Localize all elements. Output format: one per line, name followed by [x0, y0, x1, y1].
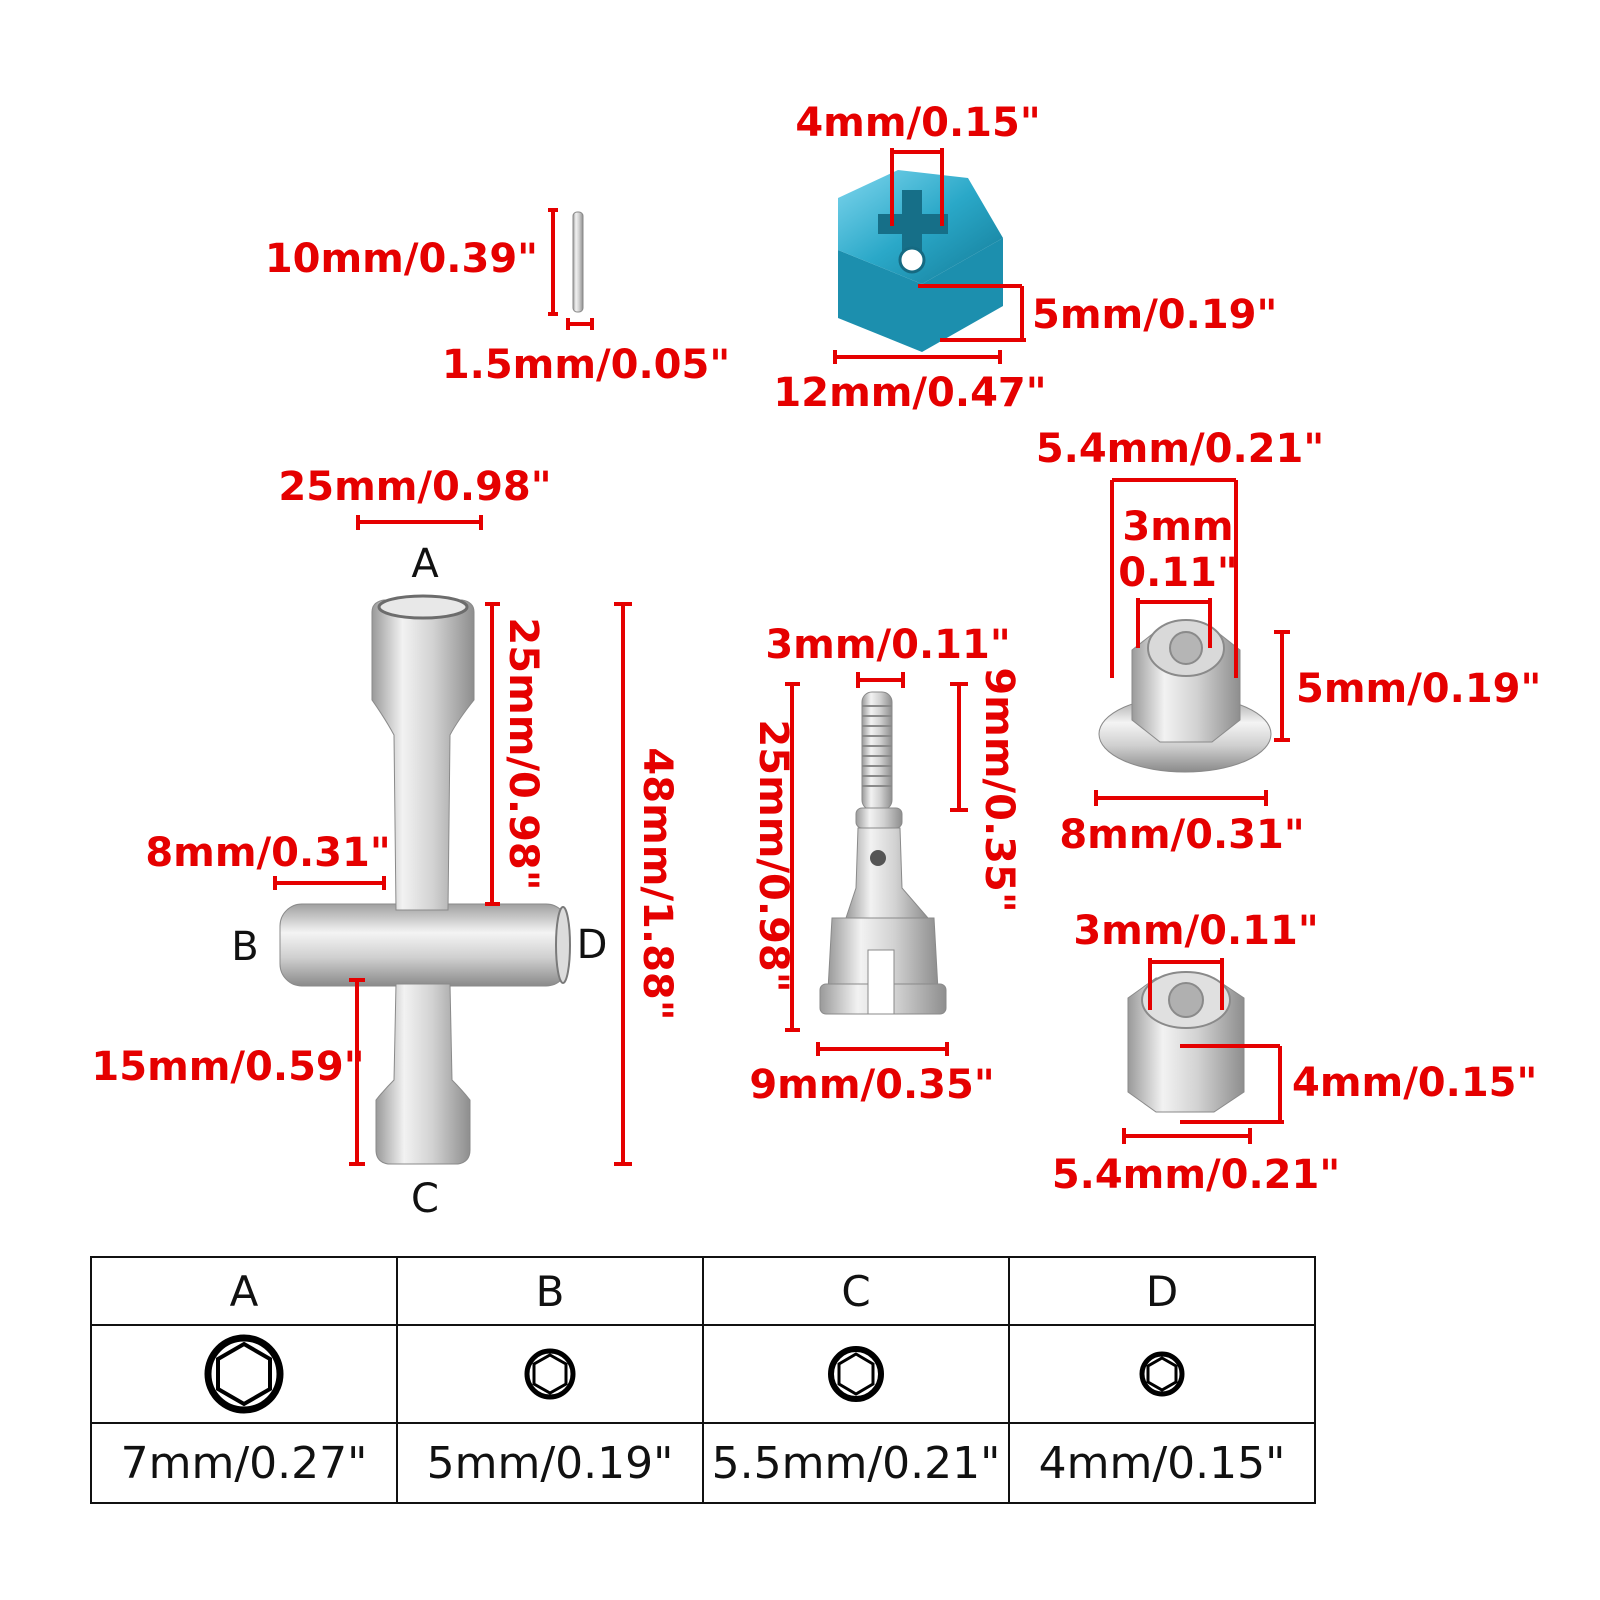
lock-nut-height-bracket — [1180, 1044, 1284, 1124]
lock-nut-inner-label: 3mm/0.11" — [1073, 908, 1318, 954]
table-header-cell: B — [396, 1256, 704, 1326]
wrench-upper-arm — [371, 599, 475, 911]
table-value-row: 7mm/0.27" 5mm/0.19" 5.5mm/0.21" 4mm/0.15… — [90, 1422, 1316, 1504]
pin-length-bracket — [548, 208, 558, 316]
axle-shaft — [845, 827, 930, 919]
wrench-lower-arm — [375, 983, 471, 1165]
flange-nut-inner-in-label: 0.11" — [1118, 550, 1238, 596]
hex-hub-height-label: 5mm/0.19" — [1032, 292, 1277, 338]
table-value-cell: 4mm/0.15" — [1008, 1422, 1316, 1504]
flange-nut-height-label: 5mm/0.19" — [1296, 666, 1541, 712]
pin-length-label: 10mm/0.39" — [265, 236, 538, 282]
table-icon-cell — [1008, 1324, 1316, 1424]
hex-hub-width-bracket — [833, 350, 1002, 364]
wrench-total-label: 48mm/1.88" — [634, 747, 680, 1020]
hex-hub: 4mm/0.15" 5mm/0.19" 12mm/0.47" — [773, 100, 1277, 416]
lock-nut-height-label: 4mm/0.15" — [1292, 1060, 1537, 1106]
table-header-row: A B C D — [90, 1256, 1316, 1326]
socket-size-table: A B C D — [90, 1256, 1316, 1504]
wrench-side-arm-label: 8mm/0.31" — [145, 830, 390, 876]
wrench-top-width-bracket — [356, 515, 483, 530]
cross-wrench: A B C D 25mm/0.98" 8mm/0.31" 15mm/0.59" … — [91, 464, 680, 1222]
pin-body — [572, 211, 584, 313]
axle-length-bracket — [785, 682, 800, 1032]
flange-nut-hole — [1169, 631, 1203, 665]
hex-hub-center-hole — [898, 246, 926, 274]
hex-hub-slot-label: 4mm/0.15" — [795, 100, 1040, 146]
wrench-upper-arm-bracket — [485, 602, 500, 906]
wrench-lower-arm-label: 15mm/0.59" — [91, 1044, 364, 1090]
axle-thread-len-bracket — [950, 682, 968, 812]
table-icon-cell — [702, 1324, 1010, 1424]
table-icon-cell — [396, 1324, 704, 1424]
wrench-side-arm-bracket — [273, 876, 386, 890]
flange-nut-inner-bracket — [1136, 598, 1212, 648]
lock-nut-hole — [1168, 982, 1204, 1018]
flange-nut-flange-label: 8mm/0.31" — [1059, 812, 1304, 858]
lock-nut-inner-bracket — [1148, 958, 1224, 1010]
wrench-label-b: B — [231, 924, 258, 970]
lock-nut-width-bracket — [1122, 1128, 1252, 1144]
hex-hub-width-label: 12mm/0.47" — [773, 370, 1046, 416]
axle-base-slot — [867, 949, 895, 1015]
wrench-top-width-label: 25mm/0.98" — [278, 464, 551, 510]
axle-collar — [855, 807, 903, 829]
table-value-cell: 5.5mm/0.21" — [702, 1422, 1010, 1504]
axle-thread-dia-bracket — [856, 672, 905, 688]
lock-nut: 3mm/0.11" 4mm/0.15" 5.4mm/0.21" — [1052, 908, 1538, 1198]
pin: 10mm/0.39" 1.5mm/0.05" — [265, 208, 730, 388]
flange-nut-outer-label: 5.4mm/0.21" — [1036, 426, 1324, 472]
hex-socket-icon — [828, 1346, 884, 1402]
table-header-cell: A — [90, 1256, 398, 1326]
wrench-upper-arm-label: 25mm/0.98" — [500, 617, 546, 890]
axle-base-dia-label: 9mm/0.35" — [749, 1062, 994, 1108]
wrench-horizontal-arm — [279, 903, 569, 987]
wrench-socket-d — [555, 906, 571, 984]
axle-thread-lines — [862, 705, 892, 787]
table-icon-row — [90, 1324, 1316, 1424]
pin-diameter-label: 1.5mm/0.05" — [442, 342, 730, 388]
flange-nut-inner-mm-label: 3mm — [1122, 504, 1233, 550]
axle-base-dia-bracket — [816, 1042, 949, 1056]
hex-socket-icon — [204, 1334, 284, 1414]
flange-nut-outer-bracket — [1110, 478, 1238, 678]
wrench-label-c: C — [411, 1176, 439, 1222]
hex-socket-icon — [1139, 1351, 1185, 1397]
wrench-total-bracket — [614, 602, 632, 1166]
axle-thread-len-label: 9mm/0.35" — [976, 667, 1022, 912]
axle-cross-hole — [870, 850, 886, 866]
flange-nut: 5.4mm/0.21" 3mm 0.11" 5mm/0.19" 8mm/0.31… — [1036, 426, 1542, 858]
table-icon-cell — [90, 1324, 398, 1424]
axle-length-label: 25mm/0.98" — [750, 719, 796, 992]
wrench-label-d: D — [577, 922, 608, 968]
hex-hub-slot-bracket — [890, 148, 944, 226]
hex-hub-side — [838, 238, 1003, 352]
axle: 3mm/0.11" 9mm/0.35" 25mm/0.98" 9mm/0.35" — [749, 622, 1022, 1108]
table-value-cell: 7mm/0.27" — [90, 1422, 398, 1504]
wrench-label-a: A — [411, 541, 439, 587]
table-header-cell: C — [702, 1256, 1010, 1326]
pin-diameter-bracket — [566, 318, 594, 330]
wrench-lower-arm-bracket — [349, 978, 365, 1166]
table-value-cell: 5mm/0.19" — [396, 1422, 704, 1504]
lock-nut-width-label: 5.4mm/0.21" — [1052, 1152, 1340, 1198]
hex-hub-height-bracket — [918, 284, 1026, 342]
table-header-cell: D — [1008, 1256, 1316, 1326]
flange-nut-height-bracket — [1274, 630, 1290, 742]
flange-nut-flange-bracket — [1094, 790, 1268, 806]
hex-socket-icon — [524, 1348, 576, 1400]
hex-hub-cross-slot — [878, 214, 948, 234]
wrench-socket-a — [377, 594, 469, 620]
axle-thread-dia-label: 3mm/0.11" — [765, 622, 1010, 668]
axle-thread — [861, 691, 893, 811]
